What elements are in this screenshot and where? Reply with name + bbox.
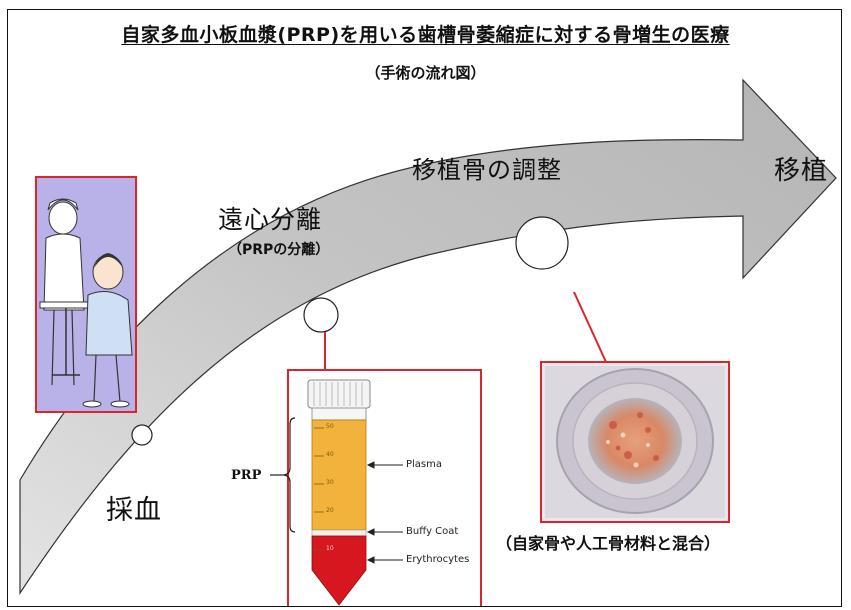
step-circle-blood [131, 424, 153, 446]
blood-draw-illustration [35, 176, 137, 413]
prp-label: PRP [231, 468, 262, 483]
step-blood-draw-label: 採血 [106, 495, 162, 526]
scale-30: 30 [326, 479, 334, 486]
step-circle-graft [515, 216, 569, 270]
graft-caption: （自家骨や人工骨材料と混合） [496, 534, 721, 553]
buffy-coat-label: Buffy Coat [406, 526, 459, 537]
step-graft-prep-label: 移植骨の調整 [412, 156, 562, 184]
tube-cap [307, 379, 371, 409]
step-circle-centrifuge [303, 297, 339, 333]
scale-40: 40 [326, 451, 334, 458]
step-centrifuge-label: 遠心分離 [218, 205, 323, 234]
buffy-coat-layer [311, 529, 367, 537]
graft-material [588, 398, 682, 484]
step-transplant-label: 移植 [774, 156, 829, 186]
process-arrow [19, 78, 837, 595]
page-subtitle: （手術の流れ図） [365, 64, 486, 82]
scale-50: 50 [326, 423, 334, 430]
page-title: 自家多血小板血漿(PRP)を用いる歯槽骨萎縮症に対する骨増生の医療 [121, 24, 730, 46]
erythrocyte-layer [311, 535, 367, 606]
scale-20: 20 [326, 507, 334, 514]
flow-diagram [19, 78, 837, 606]
step-centrifuge-sublabel: （PRPの分離） [228, 242, 330, 258]
figure-frame: 自家多血小板血漿(PRP)を用いる歯槽骨萎縮症に対する骨増生の医療 （手術の流れ… [7, 9, 842, 607]
plasma-label: Plasma [406, 459, 443, 470]
connector-graft [573, 291, 607, 363]
erythrocytes-label: Erythrocytes [406, 554, 470, 565]
prp-tube-panel [270, 369, 482, 606]
graft-photo-panel [540, 361, 730, 523]
plasma-layer [311, 419, 367, 531]
scale-10: 10 [326, 545, 334, 552]
